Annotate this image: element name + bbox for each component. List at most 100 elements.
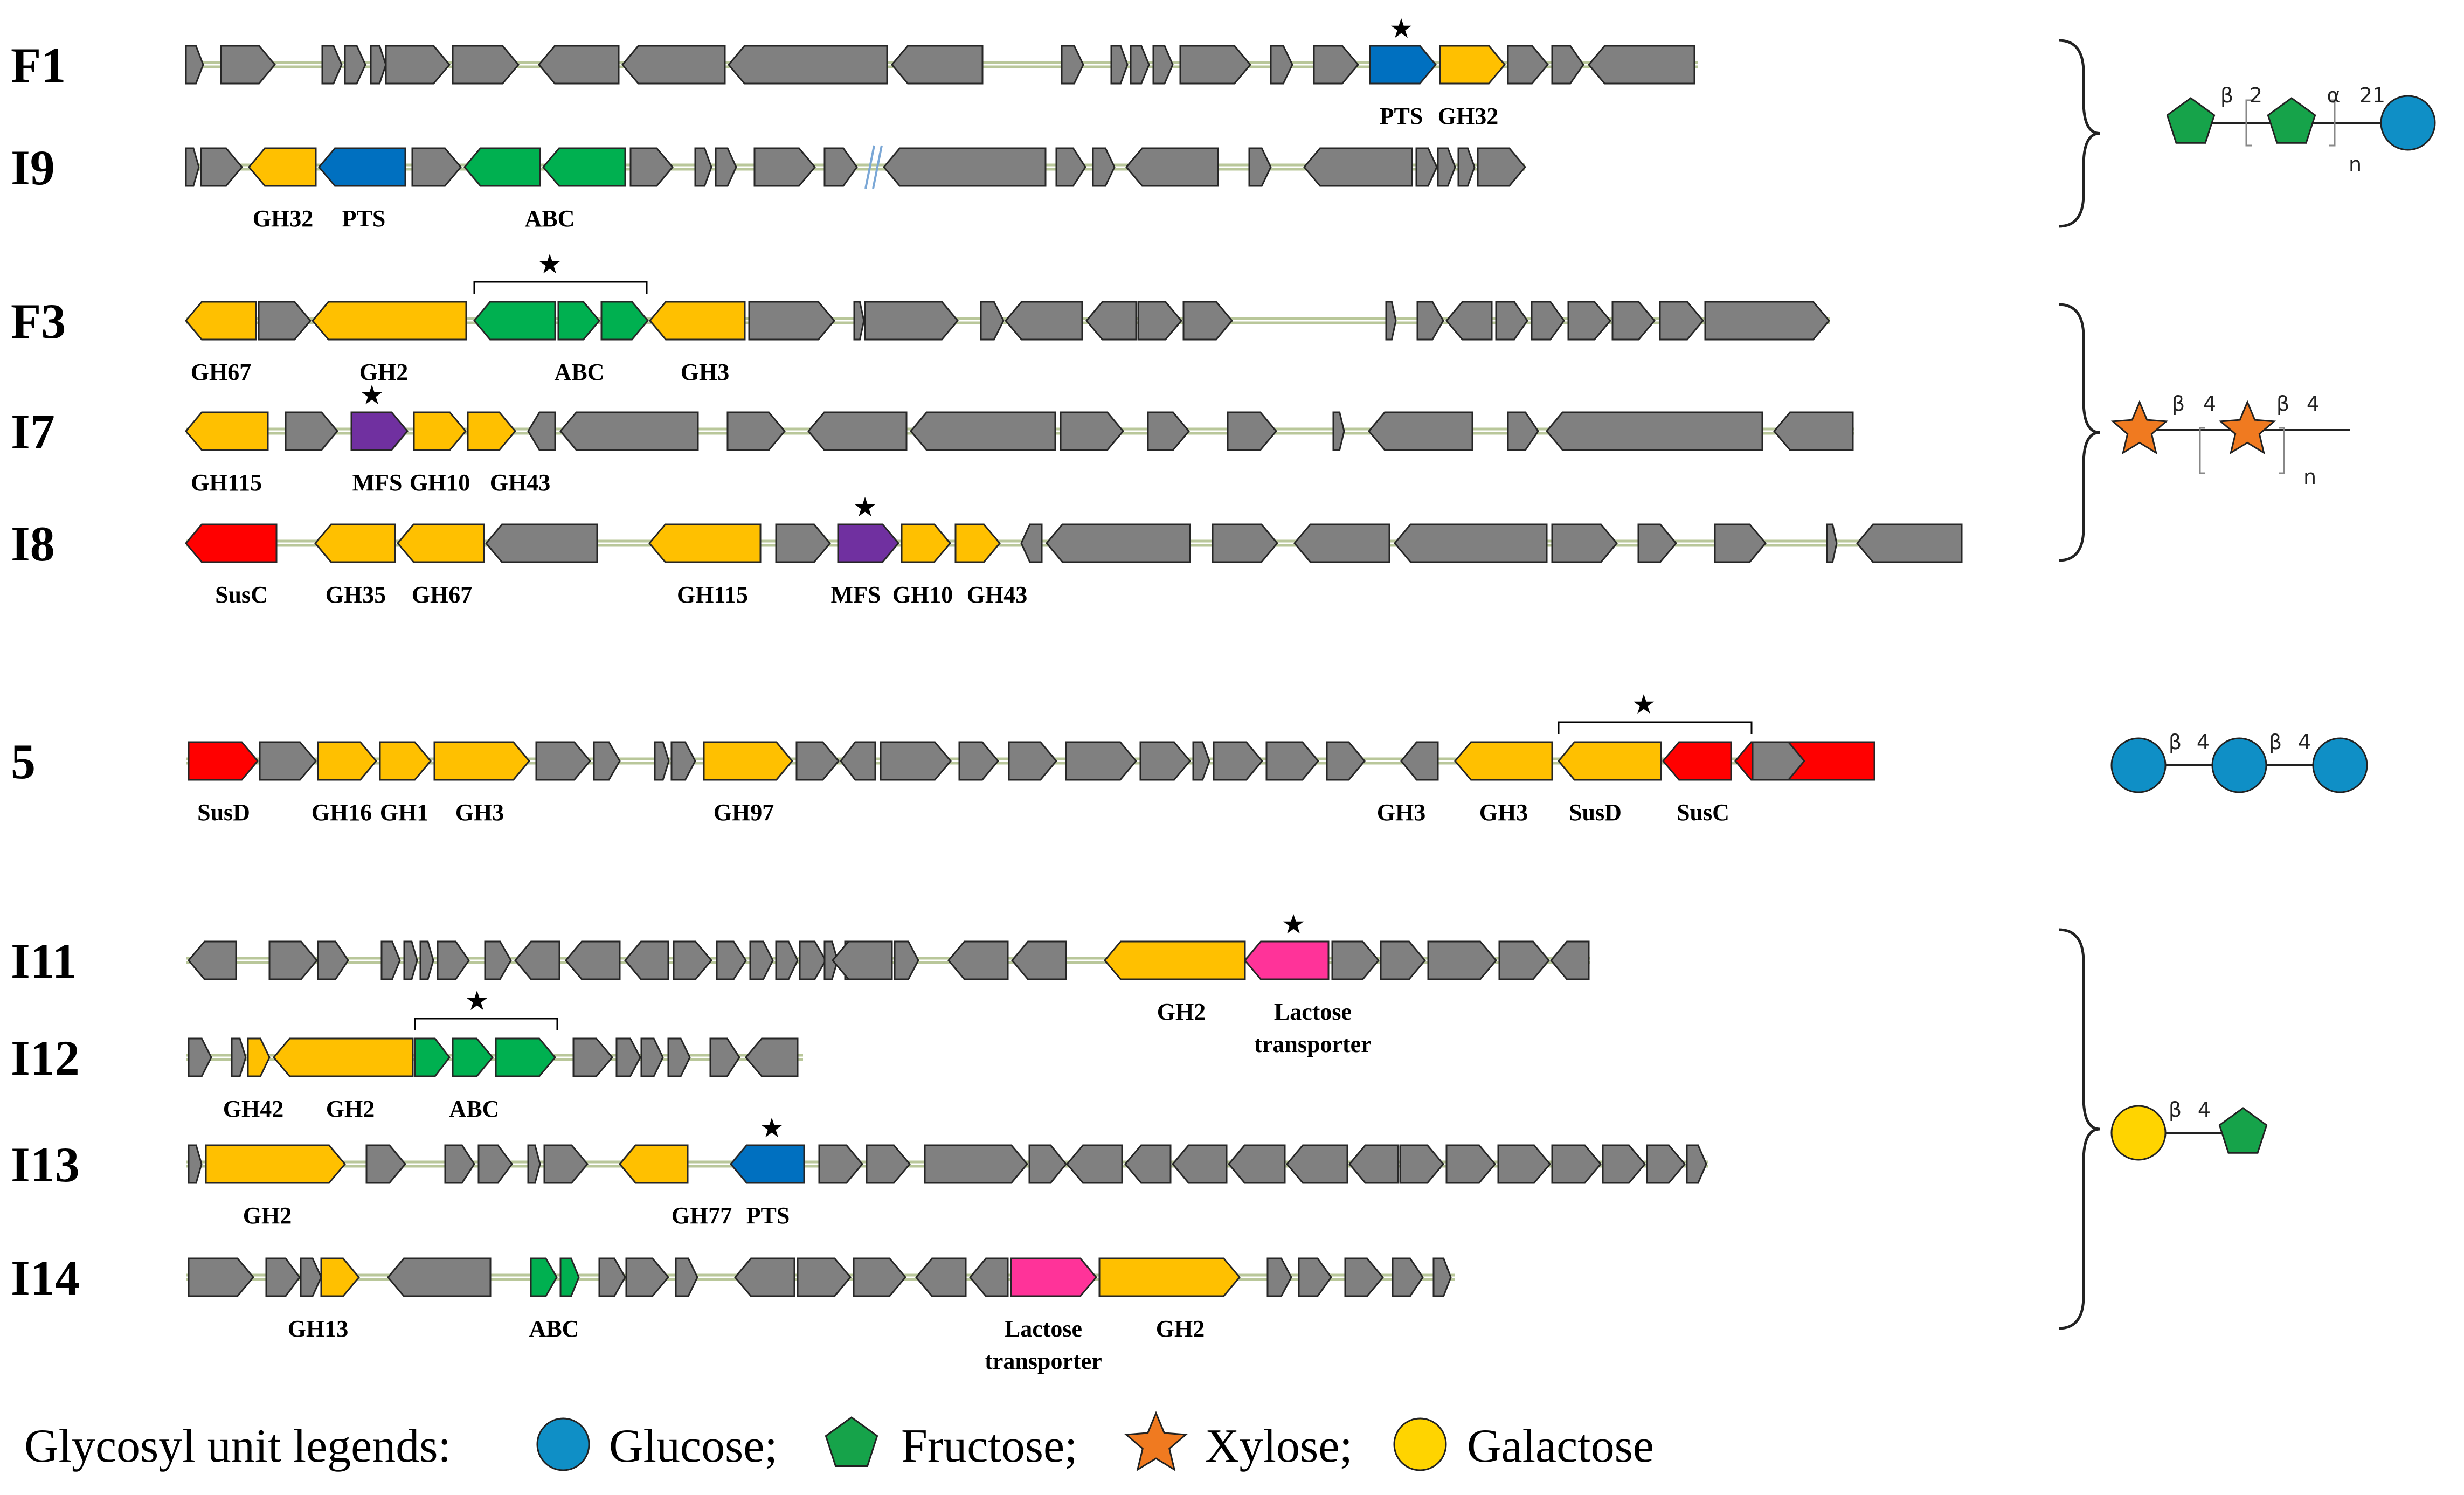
gene-arrow bbox=[1659, 301, 1704, 341]
gene-arrow bbox=[1303, 147, 1413, 187]
gene-arrow bbox=[1686, 1144, 1707, 1184]
gene-arrow bbox=[1348, 1144, 1399, 1184]
glucose-icon bbox=[536, 1417, 590, 1471]
repeat-bracket bbox=[2329, 99, 2336, 147]
glucose-icon bbox=[2110, 737, 2167, 793]
gene-arrow bbox=[572, 1037, 613, 1077]
gene-label: ABC bbox=[555, 359, 605, 385]
gene-arrow bbox=[444, 1144, 475, 1184]
gene-label: GH2 bbox=[1156, 1316, 1205, 1342]
gene-arrow bbox=[1457, 147, 1476, 187]
gene-arrow bbox=[370, 45, 387, 85]
galactose-icon bbox=[2110, 1105, 2167, 1161]
gene-arrow bbox=[864, 301, 959, 341]
legend-prefix: Glycosyl unit legends: bbox=[24, 1420, 451, 1472]
gene-arrow bbox=[1551, 1144, 1602, 1184]
gene-arrow bbox=[823, 940, 839, 980]
row-label: I9 bbox=[11, 140, 55, 195]
gene-label: GH1 bbox=[380, 799, 428, 826]
bond-position: 4 bbox=[2203, 392, 2216, 416]
gene-arrow bbox=[1125, 147, 1219, 187]
row-label: F3 bbox=[11, 294, 66, 349]
galactose-icon bbox=[1393, 1417, 1447, 1471]
gene-arrow bbox=[1286, 1144, 1348, 1184]
gene-arrow bbox=[1415, 147, 1438, 187]
gene-arrow bbox=[200, 147, 243, 187]
gene-arrow bbox=[452, 45, 520, 85]
gene-label: GH3 bbox=[1377, 799, 1425, 826]
gene-arrow bbox=[320, 1257, 360, 1297]
glucose-icon bbox=[2211, 737, 2267, 793]
gene-arrow bbox=[1182, 301, 1233, 341]
gene-arrow bbox=[1298, 1257, 1332, 1297]
gene-arrow bbox=[823, 147, 858, 187]
row-label: I13 bbox=[11, 1137, 80, 1192]
gene-arrow bbox=[1399, 1144, 1444, 1184]
gene-arrow bbox=[1369, 45, 1437, 85]
gene-arrow bbox=[593, 741, 621, 781]
row-label: I7 bbox=[11, 404, 55, 459]
xylose-icon bbox=[2110, 400, 2169, 455]
gene-label: GH10 bbox=[892, 582, 953, 608]
gene-label: ABC bbox=[529, 1316, 579, 1342]
gene-arrow bbox=[1011, 940, 1067, 980]
gene-arrow bbox=[1400, 741, 1439, 781]
bond-position: 2 bbox=[2250, 84, 2262, 107]
gene-label: GH3 bbox=[1479, 799, 1528, 826]
gene-arrow bbox=[248, 147, 317, 187]
gene-arrow bbox=[318, 147, 406, 187]
gene-label: GH115 bbox=[677, 582, 748, 608]
gene-arrow bbox=[673, 940, 712, 980]
gene-arrow bbox=[1104, 940, 1246, 980]
gene-arrow bbox=[365, 1144, 406, 1184]
gene-arrow bbox=[259, 741, 317, 781]
repeat-count: n bbox=[2349, 153, 2362, 176]
gene-label: PTS bbox=[342, 205, 386, 232]
gene-arrow bbox=[915, 1257, 967, 1297]
gene-arrow bbox=[321, 45, 343, 85]
gene-arrow bbox=[188, 1257, 254, 1297]
gene-arrow bbox=[350, 411, 409, 451]
gene-arrow bbox=[403, 940, 418, 980]
row-label: I12 bbox=[11, 1030, 80, 1085]
gene-arrow bbox=[433, 741, 530, 781]
gene-arrow bbox=[1055, 147, 1086, 187]
gene-arrow bbox=[629, 147, 674, 187]
gene-arrow bbox=[1244, 940, 1330, 980]
gene-arrow bbox=[734, 1257, 795, 1297]
gene-label: GH16 bbox=[312, 799, 372, 826]
gene-arrow bbox=[1477, 147, 1526, 187]
gene-arrow bbox=[1416, 301, 1444, 341]
gene-arrow bbox=[268, 940, 318, 980]
gene-arrow bbox=[1085, 301, 1137, 341]
gene-arrow bbox=[565, 940, 621, 980]
star-marker: ★ bbox=[1632, 689, 1656, 720]
xylose-icon bbox=[2218, 400, 2276, 455]
fructose-icon bbox=[2166, 97, 2216, 144]
gene-arrow bbox=[467, 411, 516, 451]
gene-arrow bbox=[1445, 1144, 1496, 1184]
gene-arrow bbox=[1313, 45, 1359, 85]
gene-arrow bbox=[1558, 741, 1662, 781]
xylose-icon bbox=[1124, 1411, 1188, 1472]
gene-arrow bbox=[1065, 741, 1137, 781]
gene-label: GH13 bbox=[288, 1316, 348, 1342]
gene-arrow bbox=[185, 147, 200, 187]
gene-arrow bbox=[188, 940, 237, 980]
gene-arrow bbox=[527, 1144, 541, 1184]
gene-arrow bbox=[312, 301, 467, 341]
gene-arrow bbox=[543, 1144, 589, 1184]
gene-arrow bbox=[709, 1037, 740, 1077]
gene-arrow bbox=[1332, 411, 1345, 451]
gene-arrow bbox=[1550, 940, 1590, 980]
gene-label: GH67 bbox=[412, 582, 472, 608]
gene-arrow bbox=[615, 1037, 641, 1077]
gene-arrow bbox=[753, 147, 816, 187]
gene-label: GH43 bbox=[967, 582, 1027, 608]
gene-arrow bbox=[1266, 1257, 1292, 1297]
gene-arrow bbox=[1046, 523, 1191, 563]
